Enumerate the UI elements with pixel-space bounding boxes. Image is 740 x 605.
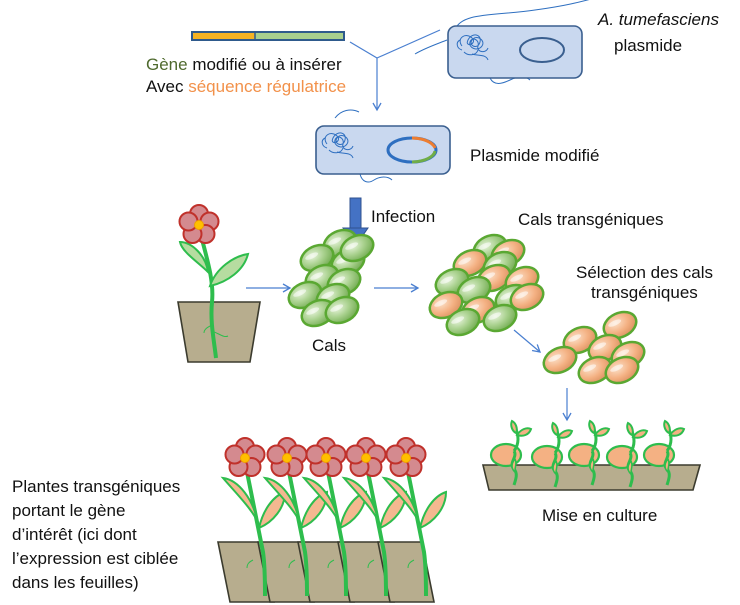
gene-word: Gène bbox=[146, 55, 188, 74]
stem bbox=[324, 461, 348, 597]
gene-label-prefix: Avec bbox=[146, 77, 189, 96]
bacterium-body bbox=[315, 125, 451, 175]
plasmid-ring bbox=[519, 37, 565, 63]
stem bbox=[198, 231, 218, 359]
gene-label-line1: Gène modifié ou à insérer bbox=[146, 55, 342, 75]
leaf bbox=[299, 490, 329, 530]
flower-icon bbox=[385, 437, 427, 477]
agrobacterium-cell bbox=[414, 0, 590, 84]
modified-bacterium-cell bbox=[315, 109, 451, 183]
plants-label-line2: portant le gène bbox=[12, 501, 126, 520]
gene-label-rest: modifié ou à insérer bbox=[187, 55, 342, 74]
leaf bbox=[301, 476, 339, 521]
plants-label-line4: l’expression est ciblée bbox=[12, 549, 179, 568]
root bbox=[246, 559, 254, 569]
selection-label-line1: Sélection des cals bbox=[576, 263, 714, 282]
transgenic-plant bbox=[301, 437, 368, 597]
transgenic-plant bbox=[262, 437, 329, 597]
leaf bbox=[418, 490, 448, 530]
plants-label-line3: d’intérêt (ici dont bbox=[12, 525, 137, 544]
plants-label-line1: Plantes transgéniques bbox=[12, 477, 181, 496]
regulatory-sequence-word: séquence régulatrice bbox=[188, 77, 347, 96]
selection-label-line2: transgéniques bbox=[591, 283, 698, 302]
root bbox=[367, 559, 375, 569]
stem bbox=[243, 461, 267, 597]
flower-icon bbox=[345, 437, 387, 477]
leaf bbox=[208, 252, 250, 288]
bacterium-plasmid-label: plasmide bbox=[614, 36, 683, 55]
calli-label: Cals bbox=[312, 336, 347, 355]
transgenic-calli-label: Cals transgéniques bbox=[518, 210, 664, 229]
stem bbox=[404, 461, 428, 597]
modified-plasmid-label: Plasmide modifié bbox=[470, 146, 600, 165]
leaf bbox=[381, 476, 419, 521]
infection-label: Infection bbox=[371, 207, 436, 226]
leaf bbox=[220, 476, 258, 521]
root bbox=[288, 559, 296, 569]
bacterium-body bbox=[447, 25, 583, 79]
gene-label-line2: Avec séquence régulatrice bbox=[146, 77, 346, 97]
selected-calli-cluster bbox=[538, 305, 650, 390]
transgenic-calli-cluster bbox=[424, 228, 549, 342]
leaf bbox=[178, 240, 210, 275]
flower-icon bbox=[266, 437, 308, 477]
pot bbox=[177, 301, 261, 363]
flower-icon bbox=[178, 204, 220, 244]
merge-arrows bbox=[349, 29, 441, 112]
leaf bbox=[341, 476, 379, 521]
regulatory-segment bbox=[255, 33, 343, 39]
stem bbox=[285, 461, 309, 597]
plants-label-line5: dans les feuilles) bbox=[12, 573, 139, 592]
culture-tray bbox=[481, 419, 702, 491]
transgenic-plants bbox=[217, 437, 448, 603]
flower-icon bbox=[224, 437, 266, 477]
culture-label: Mise en culture bbox=[542, 506, 658, 525]
stem bbox=[364, 461, 388, 597]
root bbox=[327, 559, 335, 569]
leaf bbox=[262, 476, 300, 521]
calli-cluster bbox=[283, 223, 379, 333]
root bbox=[407, 559, 415, 569]
transgenic-plant bbox=[381, 437, 448, 597]
source-plant bbox=[177, 204, 261, 363]
flagellum bbox=[454, 0, 590, 31]
flower-icon bbox=[305, 437, 347, 477]
gene-construct-bar bbox=[191, 31, 345, 41]
bacterium-name: A. tumefasciens bbox=[598, 10, 719, 29]
arrow-to-selection bbox=[513, 329, 542, 353]
